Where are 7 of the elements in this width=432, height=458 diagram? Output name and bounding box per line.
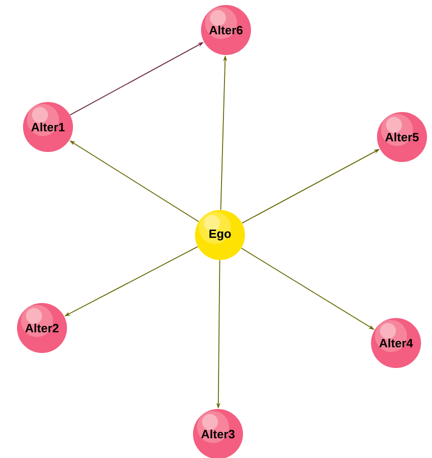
ego-node: Ego xyxy=(195,210,245,260)
alter-node: Alter5 xyxy=(377,112,427,162)
alter-node: Alter2 xyxy=(17,303,67,353)
alter-node: Alter3 xyxy=(193,409,243,458)
alter-node: Alter6 xyxy=(201,5,251,55)
alter-node: Alter1 xyxy=(23,102,73,152)
alter-node: Alter4 xyxy=(371,318,421,368)
